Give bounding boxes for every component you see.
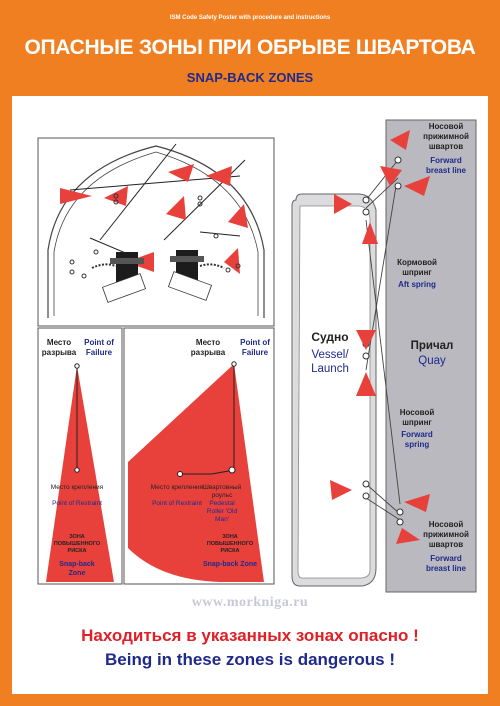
fairlead [197,201,203,207]
quay-label-ru: Причал [410,340,454,352]
quay-wedge-3 [404,176,430,196]
warning-en: Being in these zones is dangerous ! [105,650,395,669]
deck-wedge-3 [168,164,194,182]
quay-wedge-5 [396,528,420,544]
deck-wedge-1 [60,188,92,204]
rope-4 [89,237,129,255]
bollard [394,156,402,164]
line-aft-breast-b [365,497,401,521]
bollard [362,196,370,204]
mooring-diagram [291,119,477,593]
fairlead [197,195,203,201]
fwd-breast-label-en: Forward breast line [425,156,466,175]
bollard [362,480,370,488]
bitt [69,269,75,275]
deck-wedge-6 [206,166,232,186]
fwd-breast-label-ru: Носовой прижимной швартов [423,122,469,151]
rope-5 [199,231,241,237]
deck-wedge-4 [166,196,186,220]
warning-ru: Находиться в указанных зонах опасно ! [81,626,419,645]
vessel-wedge-2 [362,222,378,244]
bitt [225,267,231,273]
vessel-wedge-4 [356,372,376,396]
angled-restraint-point [177,471,183,477]
bitt [93,249,99,255]
aft-spring-label-en: Aft spring [398,280,436,289]
vessel-wedge-5 [330,480,352,500]
watermark: www.morkniga.ru [191,595,309,610]
bollard [394,182,402,190]
straight-zone-label-en: Snap-back Zone [59,561,95,577]
roller-label-en: Pedestal Roller 'Old Man' [206,500,238,523]
line-aft-spring [365,219,401,505]
straight-panel [37,327,123,585]
bitt [235,263,241,269]
fwd-breast2-label-ru: Носовой прижимной швартов [423,520,469,549]
vessel-wedge-1 [334,194,352,214]
line-fwd-breast-b [365,177,399,209]
quay-wedge-1 [390,130,410,150]
straight-zone-label-ru: ЗОНА ПОВЫШЕННОГО РИСКА [53,534,101,554]
angled-failure-label-en: Point of Failure [240,338,270,357]
poster-caption: ISM Code Safety Poster with procedure an… [169,15,331,21]
poster-subtitle: SNAP-BACK ZONES [186,70,314,85]
fwd-spring-label-ru: Носовой шпринг [399,408,435,427]
chain-left [91,263,117,269]
angled-failure-label-ru: Место разрыва [190,338,226,357]
angled-snapback-zone [128,364,264,582]
line-fwd-breast [365,159,399,201]
straight-failure-point [74,363,80,369]
bollard [362,208,370,216]
straight-snapback-zone [46,366,114,582]
straight-failure-label-en: Point of Failure [84,338,114,357]
deck-panel [37,137,275,327]
aft-spring-label-ru: Кормовой шпринг [397,258,437,277]
winch-right [167,250,213,301]
deck-wedge-5 [228,204,248,228]
vessel-label-en: Vessel/ Launch [311,349,349,375]
fairlead [113,193,119,199]
bitt [69,259,75,265]
straight-failure-label-ru: Место разрыва [41,338,77,357]
bow-outline [47,145,265,318]
fwd-spring-label-en: Forward spring [401,430,433,449]
rope-2 [99,143,177,241]
poster-title: ОПАСНЫЕ ЗОНЫ ПРИ ОБРЫВЕ ШВАРТОВА [24,36,476,59]
roller-label-ru: Швартовный роульс [202,484,242,499]
bollard [396,518,404,526]
vessel-label-ru: Судно [311,330,349,344]
chain-right [199,263,225,269]
line-aft-breast [365,483,401,515]
winch-left [101,252,147,303]
straight-restraint-label-ru: Место крепления [50,484,104,491]
angled-panel [123,327,275,585]
deck-wedge-2 [104,186,128,206]
bitt [81,273,87,279]
quay-wedge-4 [404,494,430,512]
vessel-wedge-3 [356,330,376,350]
angled-zone-label-en: Snap-back Zone [202,561,258,568]
angled-restraint-label-en: Point of Restraint [152,500,202,507]
pedestal-roller-icon [228,466,236,474]
bollard [362,492,370,500]
angled-zone-label-ru: ЗОНА ПОВЫШЕННОГО РИСКА [206,534,254,554]
straight-restraint-label-en: Point of Restraint [52,500,102,507]
bollard [362,352,370,360]
fwd-breast2-label-en: Forward breast line [425,554,466,573]
bitt [213,233,219,239]
rope-3 [163,159,246,241]
straight-restraint-point [74,467,80,473]
quay-label-en: Quay [418,355,446,367]
fairlead [113,199,119,205]
angled-restraint-label-ru: Место крепления [150,484,204,491]
quay-wedge-2 [380,166,402,186]
angled-failure-point [231,361,237,367]
bollard [396,508,404,516]
